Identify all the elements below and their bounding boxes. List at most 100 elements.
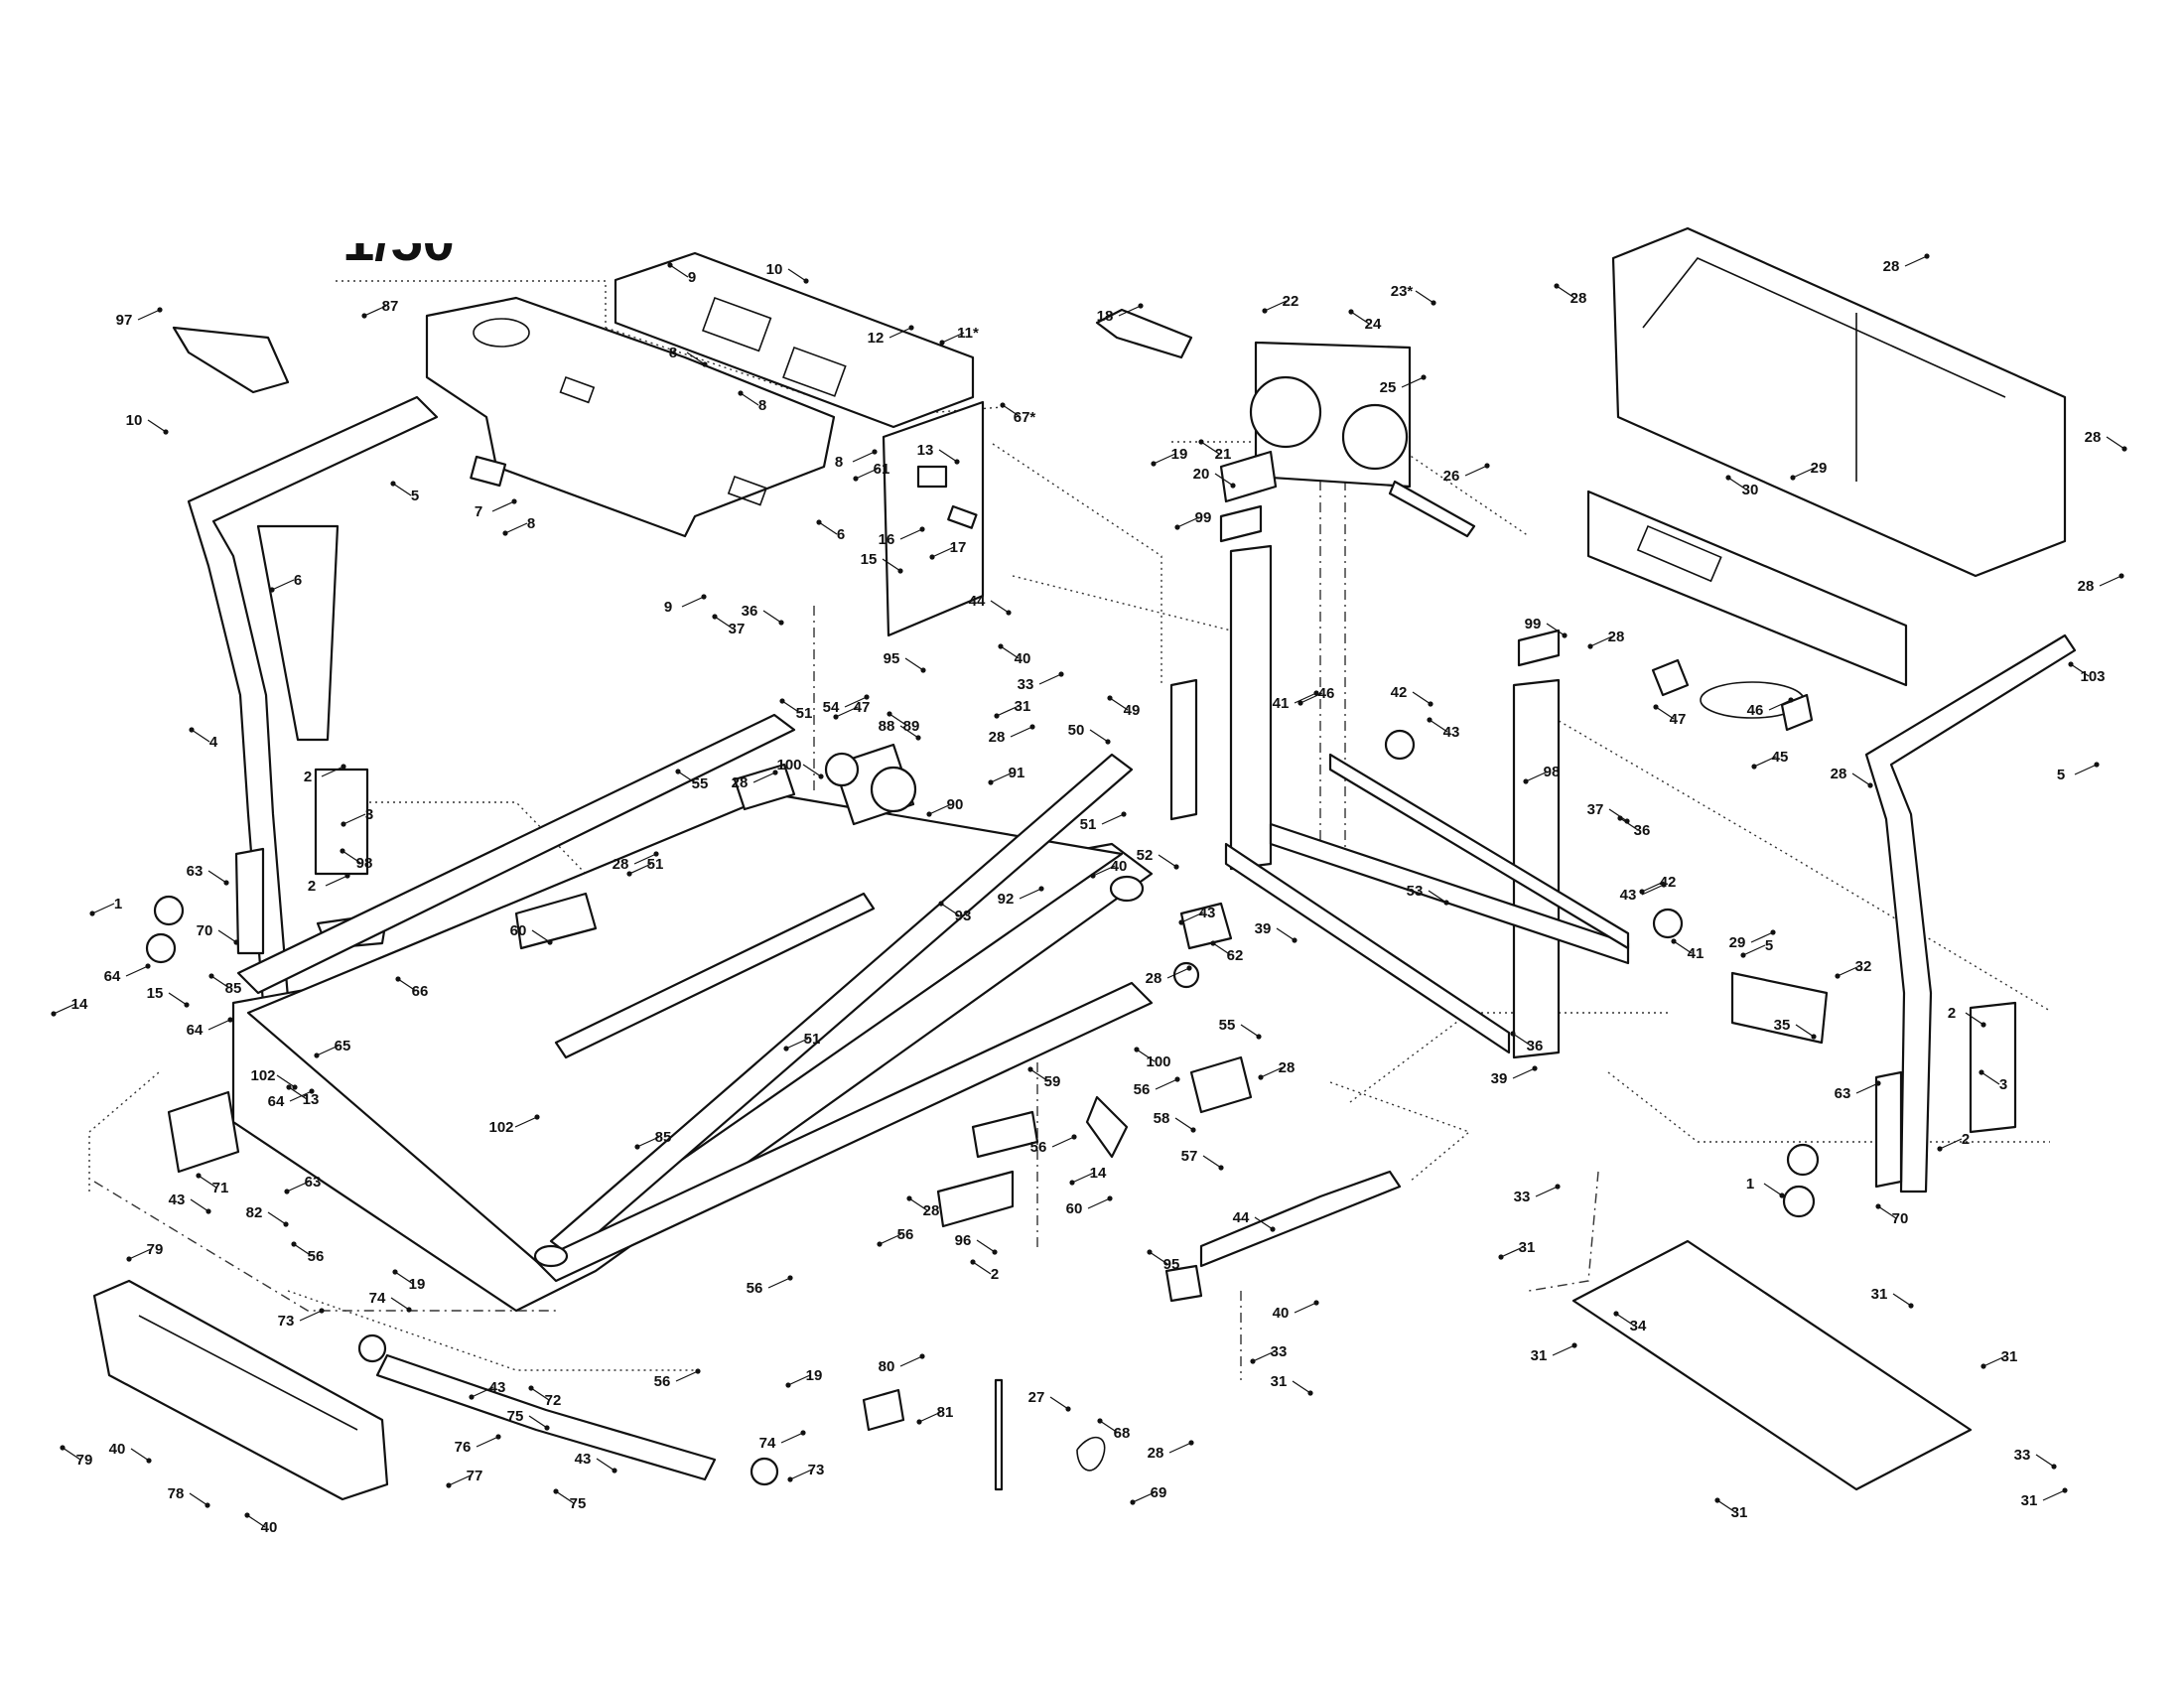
fastener-dot — [269, 587, 275, 593]
leader-line — [752, 772, 776, 783]
callout-c52: 89 — [887, 711, 919, 735]
part-number-label: 43 — [575, 1451, 592, 1468]
right-handrail-upright — [1864, 633, 2077, 1193]
fastener-dot — [667, 262, 673, 268]
part-number-label: 36 — [1634, 822, 1651, 839]
leader-line — [802, 764, 822, 777]
part-number-label: 70 — [197, 922, 213, 939]
fastener-dot — [1427, 717, 1433, 723]
leader-line — [2042, 1489, 2066, 1501]
part-number-label: 28 — [1570, 290, 1587, 307]
fastener-dot — [1190, 1127, 1196, 1133]
leader-line — [299, 1310, 323, 1322]
part-number-label: 63 — [187, 863, 204, 880]
callout-c134: 69 — [1130, 1484, 1166, 1505]
callout-c48: 51 — [779, 698, 812, 722]
fastener-dot — [1671, 938, 1677, 944]
leader-line — [2074, 764, 2098, 775]
callout-c122: 77 — [446, 1468, 482, 1488]
part-number-label: 44 — [1233, 1209, 1250, 1226]
callout-c8: 8 — [738, 390, 766, 414]
callout-c124: 75 — [553, 1488, 586, 1512]
leader-line — [397, 978, 417, 992]
fastener-dot — [1147, 1249, 1153, 1255]
leader-line — [2070, 663, 2090, 677]
leader-line — [168, 992, 188, 1006]
part-number-label: 28 — [1831, 766, 1847, 782]
leader-line — [276, 1074, 296, 1088]
leader-line — [1264, 300, 1288, 312]
fastener-dot — [653, 851, 659, 857]
part-number-label: 30 — [1742, 482, 1759, 498]
callout-c60: 49 — [1107, 695, 1140, 719]
callout-c2: 87 — [361, 298, 398, 319]
fastener-dot — [544, 1425, 550, 1431]
console-base — [425, 296, 836, 538]
left-upright — [145, 395, 439, 1005]
part-number-label: 62 — [1227, 947, 1244, 964]
part-number-label: 33 — [1271, 1343, 1288, 1360]
part-number-label: 47 — [1670, 711, 1687, 728]
leader-line — [899, 1355, 923, 1367]
callout-c45: 2 — [308, 873, 350, 895]
fastener-dot — [877, 1241, 883, 1247]
pulley — [824, 752, 860, 787]
callout-c126: 73 — [787, 1462, 824, 1482]
callout-c19: 15 — [861, 551, 903, 574]
leader-line — [1965, 1012, 1984, 1026]
leader-line — [1500, 1246, 1524, 1258]
leader-line — [762, 610, 782, 624]
fastener-dot — [915, 735, 921, 741]
leader-line — [677, 771, 697, 784]
leader-line — [504, 522, 528, 534]
part-number-label: 75 — [570, 1495, 587, 1512]
callout-c53: 28 — [989, 724, 1035, 746]
callout-c55: 100 — [776, 757, 824, 779]
part-number-label: 82 — [246, 1204, 263, 1221]
callout-c164: 36 — [1510, 1031, 1543, 1054]
leader-line — [976, 1239, 996, 1253]
fastener-dot — [783, 1046, 789, 1052]
leader-line — [130, 1448, 150, 1462]
extension-tube — [1199, 1170, 1402, 1268]
part-number-label: 56 — [897, 1226, 914, 1243]
leader-line — [491, 500, 515, 512]
console-cutout — [559, 375, 596, 404]
leader-line — [448, 1474, 472, 1486]
fastener-dot — [1908, 1303, 1914, 1309]
fastener-dot — [1587, 643, 1593, 649]
fastener-dot — [779, 698, 785, 704]
part-number-label: 53 — [1407, 883, 1424, 900]
leader-line — [191, 729, 210, 743]
leader-line — [1546, 623, 1566, 636]
bracket — [172, 326, 290, 394]
callout-c44: 98 — [340, 848, 372, 872]
leader-line — [1002, 404, 1022, 418]
callout-c153: 5 — [2057, 762, 2100, 783]
knob — [145, 932, 177, 964]
callout-c180: 31 — [1714, 1497, 1747, 1521]
rear-roller — [533, 1244, 569, 1268]
leader-line — [1428, 890, 1447, 904]
part-number-label: 98 — [1544, 764, 1561, 780]
leader-line — [53, 1003, 76, 1015]
fastener-dot — [534, 1114, 540, 1120]
part-number-label: 81 — [937, 1404, 954, 1421]
fastener-dot — [2062, 1487, 2068, 1493]
part-number-label: 51 — [804, 1031, 821, 1048]
leader-line — [476, 1436, 499, 1448]
part-number-label: 78 — [168, 1485, 185, 1502]
part-number-label: 14 — [1090, 1165, 1107, 1182]
leader-line — [904, 657, 924, 671]
part-number-label: 33 — [1018, 676, 1034, 693]
foot-bracket — [1730, 971, 1829, 1045]
part-number-label: 37 — [1587, 801, 1604, 818]
callout-c129: 80 — [879, 1353, 925, 1375]
fastener-dot — [1523, 778, 1529, 784]
callout-c24: 37 — [712, 614, 745, 637]
part-number-label: 91 — [1009, 765, 1025, 781]
guide-line — [88, 1071, 160, 1192]
pad — [470, 455, 507, 488]
leader-line — [990, 772, 1014, 783]
